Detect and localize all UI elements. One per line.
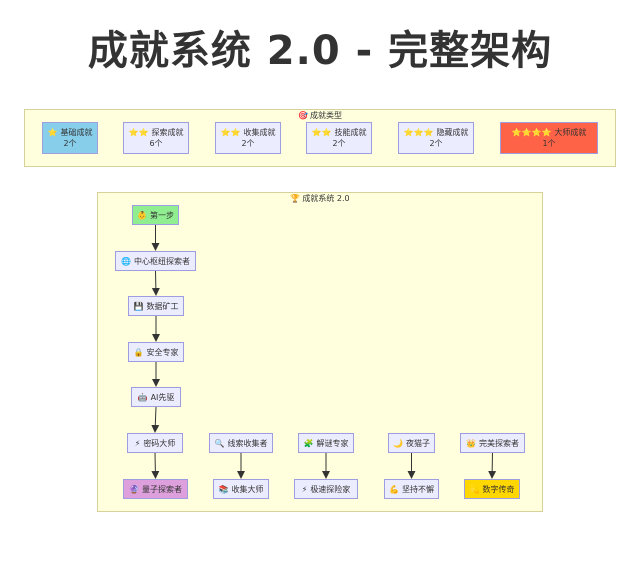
node-label: 极速探险家 (310, 484, 351, 494)
edge-chain-to-top (151, 406, 160, 433)
node-label: 中心枢纽探索者 (133, 256, 190, 266)
type-name: 收集成就 (243, 128, 276, 137)
globe-icon: 🌐 (121, 256, 131, 266)
achievement-type-6: ⭐⭐⭐⭐大师成就 1个 (500, 122, 598, 154)
achievement-types-label: 🎯成就类型 (298, 111, 342, 120)
type-name: 大师成就 (554, 128, 587, 137)
moon-icon: 🌙 (393, 438, 403, 448)
edge-top-to-bottom-1 (151, 452, 160, 479)
node-label: 数字传奇 (482, 484, 515, 494)
lock-icon: 🔒 (133, 347, 144, 357)
achievement-type-3: ⭐⭐收集成就 2个 (215, 122, 281, 154)
node-label: 坚持不懈 (401, 484, 434, 494)
chain-node-5: 🤖AI先驱 (131, 387, 181, 407)
type-count: 2个 (63, 139, 77, 148)
muscle-icon: 💪 (389, 484, 399, 494)
type-count: 1个 (542, 139, 556, 148)
first-step-icon: 👶 (137, 210, 147, 220)
top-row-node-2: 🔍线索收集者 (209, 433, 273, 453)
node-label: 数据矿工 (146, 301, 179, 311)
magnifier-icon: 🔍 (214, 438, 225, 448)
robot-icon: 🤖 (137, 392, 148, 402)
top-row-node-4: 🌙夜猫子 (388, 433, 435, 453)
edge-top-to-bottom-5 (488, 452, 497, 479)
type-count: 2个 (429, 139, 443, 148)
node-label: 完美探索者 (478, 438, 519, 448)
bottom-row-node-1: 🔮量子探索者 (123, 479, 188, 499)
lightning-icon: ⚡ (134, 438, 141, 448)
type-name: 探索成就 (151, 128, 184, 137)
node-label: 量子探索者 (141, 484, 182, 494)
node-label: 解谜专家 (316, 438, 349, 448)
achievement-type-1: ⭐基础成就 2个 (42, 122, 98, 154)
achievement-type-2: ⭐⭐探索成就 6个 (123, 122, 189, 154)
star-icon: ⭐⭐ (128, 128, 149, 137)
type-name: 隐藏成就 (436, 128, 469, 137)
node-label: 夜猫子 (405, 438, 430, 448)
edge-chain-2 (151, 270, 160, 296)
trophy-icon: 🏆 (290, 194, 301, 203)
type-count: 2个 (332, 139, 346, 148)
type-count: 6个 (149, 139, 163, 148)
puzzle-icon: 🧩 (303, 438, 314, 448)
bottom-row-node-5: 💫数字传奇 (464, 479, 520, 499)
dizzy-star-icon: 💫 (469, 484, 480, 494)
top-row-node-5: 👑完美探索者 (460, 433, 525, 453)
node-label: 第一步 (149, 210, 174, 220)
floppy-disk-icon: 💾 (133, 301, 144, 311)
chain-node-2: 🌐中心枢纽探索者 (115, 251, 196, 271)
crystal-ball-icon: 🔮 (129, 484, 139, 494)
chain-node-3: 💾数据矿工 (128, 296, 184, 316)
lightning-icon: ⚡ (301, 484, 308, 494)
star-icon: ⭐⭐⭐ (403, 128, 434, 137)
star-icon: ⭐ (47, 128, 58, 137)
chain-node-1: 👶第一步 (132, 205, 179, 225)
node-label: 密码大师 (143, 438, 176, 448)
books-icon: 📚 (218, 484, 229, 494)
crown-icon: 👑 (466, 438, 476, 448)
top-row-node-1: ⚡密码大师 (127, 433, 183, 453)
bottom-row-node-4: 💪坚持不懈 (384, 479, 439, 499)
achievement-type-4: ⭐⭐技能成就 2个 (306, 122, 372, 154)
star-icon: ⭐⭐ (220, 128, 241, 137)
chain-node-4: 🔒安全专家 (128, 342, 184, 362)
top-row-node-3: 🧩解谜专家 (298, 433, 354, 453)
target-icon: 🎯 (298, 111, 308, 120)
node-label: 安全专家 (146, 347, 179, 357)
star-icon: ⭐⭐ (311, 128, 332, 137)
bottom-row-node-3: ⚡极速探险家 (294, 479, 358, 499)
star-icon: ⭐⭐⭐⭐ (511, 128, 552, 137)
page-title: 成就系统 2.0 - 完整架构 (87, 28, 553, 74)
node-label: 收集大师 (231, 484, 264, 494)
type-name: 技能成就 (334, 128, 367, 137)
node-label: AI先驱 (150, 392, 175, 402)
node-label: 线索收集者 (227, 438, 268, 448)
type-count: 2个 (241, 139, 255, 148)
bottom-row-node-2: 📚收集大师 (213, 479, 269, 499)
type-name: 基础成就 (60, 128, 93, 137)
achievement-type-5: ⭐⭐⭐隐藏成就 2个 (398, 122, 474, 154)
achievement-system-label: 🏆成就系统 2.0 (290, 194, 350, 203)
